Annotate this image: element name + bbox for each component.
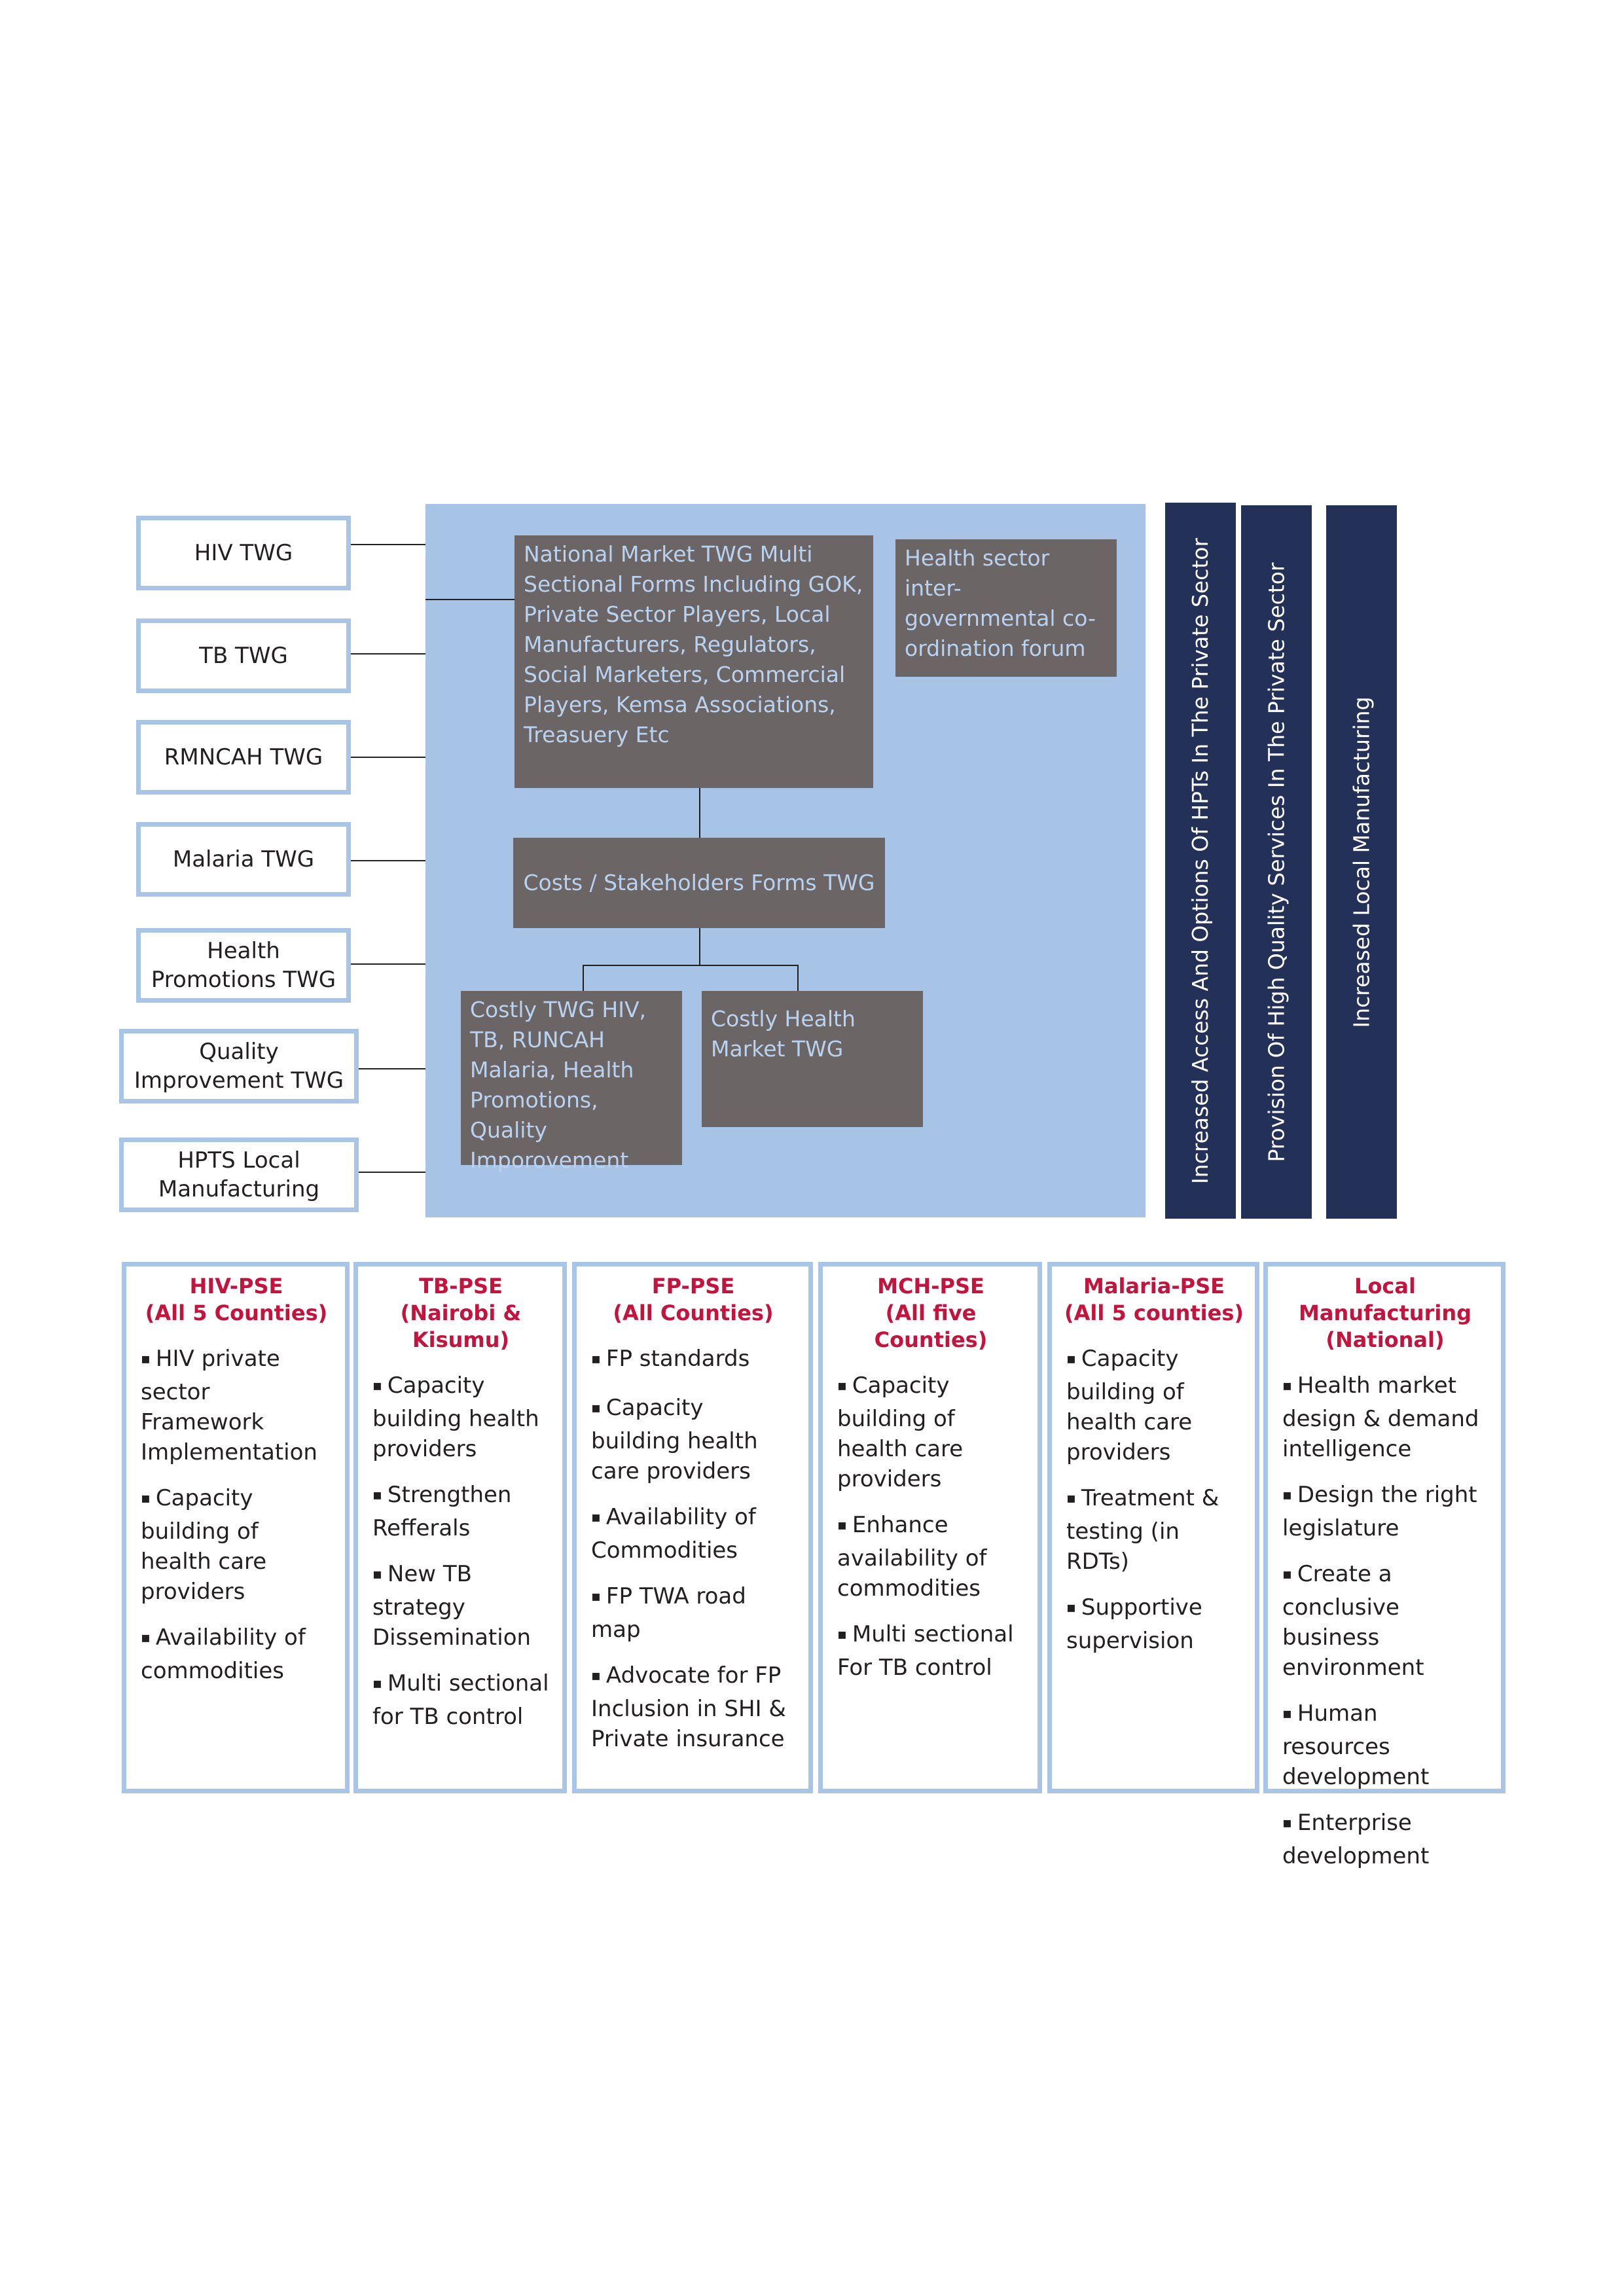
pse-column-hiv: HIV-PSE (All 5 Counties) HIV private sec… [122,1262,350,1793]
column-title: Malaria-PSE [1083,1274,1225,1299]
twg-box-tb: TB TWG [136,619,351,693]
list-item: Advocate for FP Inclusion in SHI & Priva… [591,1660,797,1754]
connector-line [425,599,514,600]
list-item: Capacity building of health care provide… [141,1483,333,1607]
list-item: Availability of Commodities [591,1502,797,1566]
connector-line [351,757,425,758]
list-item: Capacity building of health care provide… [837,1371,1026,1494]
list-item: Enhance availability of commodities [837,1510,1026,1604]
connector-line [351,860,425,861]
column-title: TB-PSE [419,1274,503,1299]
twg-box-rmncah: RMNCAH TWG [136,720,351,795]
list-item: Strengthen Refferals [372,1480,550,1543]
pse-column-tb: TB-PSE (Nairobi & Kisumu) Capacity build… [353,1262,567,1793]
list-item: Health market design & demand intelligen… [1282,1371,1489,1464]
list-item: Capacity building of health care provide… [1066,1344,1243,1467]
column-list: HIV private sector Framework Implementat… [141,1344,333,1686]
health-sector-forum-box: Health sector inter-governmental co-ordi… [895,539,1117,677]
twg-box-hpts-local-manufacturing: HPTS Local Manufacturing [119,1138,359,1212]
column-list: Capacity building of health care provide… [837,1371,1026,1683]
list-item: Multi sectional For TB control [837,1619,1026,1683]
list-item: Treatment & testing (in RDTs) [1066,1483,1243,1577]
connector-line [351,653,425,655]
twg-box-malaria: Malaria TWG [136,822,351,897]
column-title: HIV-PSE [189,1274,283,1299]
pse-column-local-manufacturing: Local Manufacturing (National) Health ma… [1263,1262,1506,1869]
national-market-twg-box: National Market TWG Multi Sectional Form… [514,535,873,788]
list-item: FP standards [591,1344,797,1377]
column-title: MCH-PSE [877,1274,984,1299]
list-item: Capacity building health providers [372,1371,550,1464]
list-item: HIV private sector Framework Implementat… [141,1344,333,1467]
twg-box-quality-improvement: Quality Improvement TWG [119,1029,359,1103]
connector-line [699,928,700,965]
list-item: New TB strategy Dissemination [372,1559,550,1653]
column-subtitle: (All 5 counties) [1064,1300,1244,1325]
connector-line [351,963,425,965]
column-title: Local Manufacturing [1299,1274,1471,1325]
connector-line [583,965,584,991]
connector-line [351,544,425,545]
column-list: Health market design & demand intelligen… [1282,1371,1489,1871]
list-item: Multi sectional for TB control [372,1668,550,1732]
list-item: Supportive supervision [1066,1592,1243,1656]
twg-box-hiv: HIV TWG [136,516,351,590]
connector-line [797,965,799,991]
costs-stakeholders-twg-box: Costs / Stakeholders Forms TWG [513,838,885,928]
pse-column-fp: FP-PSE (All Counties) FP standards Capac… [572,1262,813,1793]
connector-line [359,1068,425,1069]
column-subtitle: (All 5 Counties) [145,1300,328,1325]
list-item: Human resources development [1282,1698,1489,1792]
outcome-bar-local-manufacturing: Increased Local Manufacturing [1326,505,1397,1219]
column-subtitle: (Nairobi & Kisumu) [400,1300,522,1352]
outcome-bar-quality: Provision Of High Quality Services In Th… [1241,505,1312,1219]
pse-column-mch: MCH-PSE (All five Counties) Capacity bui… [818,1262,1042,1793]
connector-line [699,788,700,838]
column-subtitle: (All five Counties) [874,1300,988,1352]
list-item: FP TWA road map [591,1581,797,1645]
outcome-bar-access: Increased Access And Options Of HPTs In … [1165,503,1236,1219]
costly-health-market-twg-box: Costly Health Market TWG [702,991,923,1127]
connector-line [359,1172,425,1173]
list-item: Capacity building health care providers [591,1393,797,1486]
column-list: Capacity building health providers Stren… [372,1371,550,1732]
column-list: FP standards Capacity building health ca… [591,1344,797,1754]
list-item: Availability of commodities [141,1623,333,1686]
column-subtitle: (National) [1326,1327,1445,1352]
column-title: FP-PSE [651,1274,735,1299]
pse-column-malaria: Malaria-PSE (All 5 counties) Capacity bu… [1047,1262,1259,1793]
list-item: Create a conclusive business environment [1282,1559,1489,1683]
connector-line [583,965,799,966]
list-item: Design the right legislature [1282,1480,1489,1543]
column-list: Capacity building of health care provide… [1066,1344,1243,1656]
column-subtitle: (All Counties) [613,1300,774,1325]
list-item: Enterprise development [1282,1808,1489,1871]
costly-twg-box: Costly TWG HIV, TB, RUNCAH Malaria, Heal… [461,991,682,1173]
twg-box-health-promotions: Health Promotions TWG [136,928,351,1003]
